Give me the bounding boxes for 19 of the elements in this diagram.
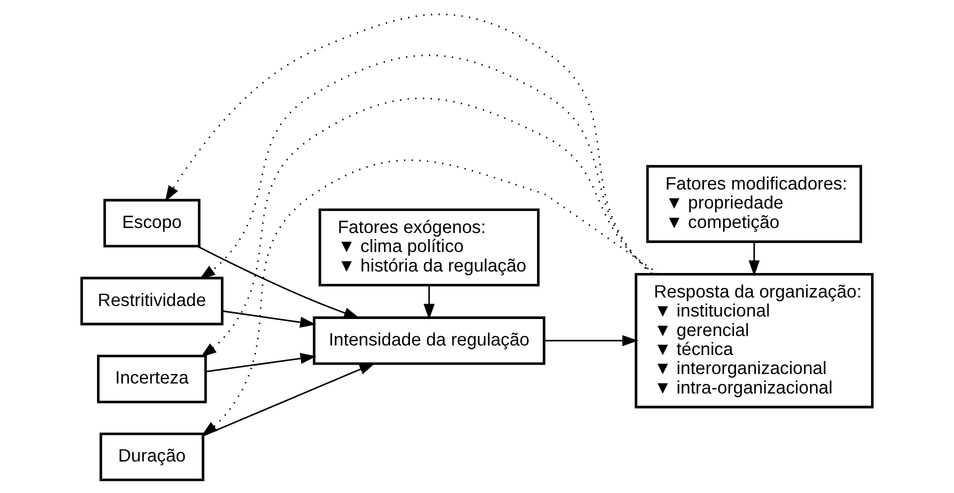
node-box: Escopo	[103, 198, 200, 247]
arrow	[200, 97, 655, 357]
arrow	[424, 284, 435, 320]
arrow	[748, 241, 760, 276]
arrow	[206, 352, 316, 372]
node-box: Restritividade	[80, 276, 224, 325]
arrow	[544, 334, 638, 346]
node-box: Duração	[100, 432, 204, 481]
node-box: Fatores exógenos: ▼ clima político ▼ história da regulação	[318, 208, 540, 286]
arrow	[203, 362, 376, 436]
node-box: Resposta da organização: ▼ institucional ▼ gerencial ▼ técnica ▼ interorganizacional ▼ intra-organizacional	[634, 272, 874, 408]
node-box: Fatores modificadores: ▼ propriedade ▼ competição	[646, 164, 862, 242]
node-box: Intensidade da regulação	[312, 316, 546, 364]
arrow	[201, 159, 660, 436]
arrow	[222, 310, 316, 328]
node-box: Incerteza	[97, 354, 207, 403]
arrow	[199, 54, 653, 279]
arrow	[165, 13, 652, 274]
arrow	[196, 245, 360, 318]
